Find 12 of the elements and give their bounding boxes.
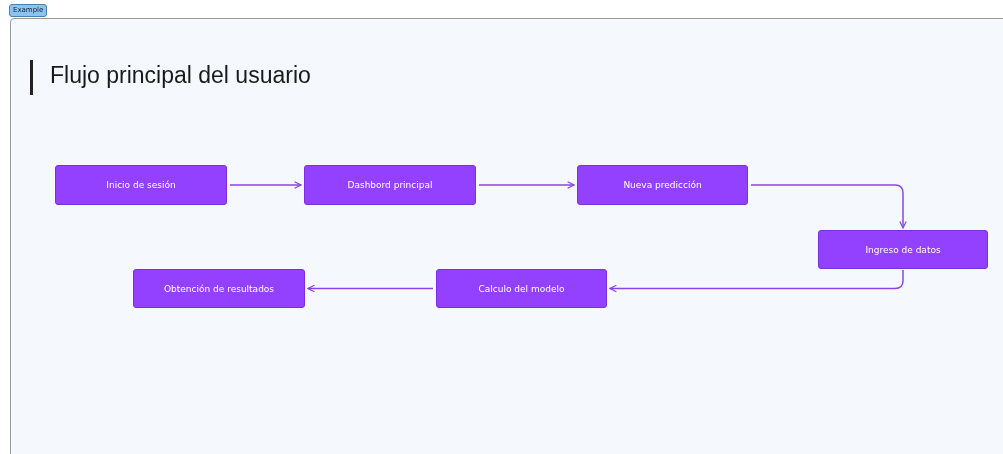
arrow [307,284,434,293]
process-box: Obtención de resultados [133,269,305,308]
process-box: Dashbord principal [304,165,476,205]
arrow [229,181,302,189]
process-box: Inicio de sesión [55,165,227,205]
arrow [750,184,907,229]
process-box: Ingreso de datos [818,230,988,269]
diagram-title: Flujo principal del usuario [50,62,311,89]
process-box: Calculo del modelo [436,269,607,308]
arrow [478,181,575,189]
arrow [609,269,904,293]
process-box: Nueva predicción [577,165,748,205]
